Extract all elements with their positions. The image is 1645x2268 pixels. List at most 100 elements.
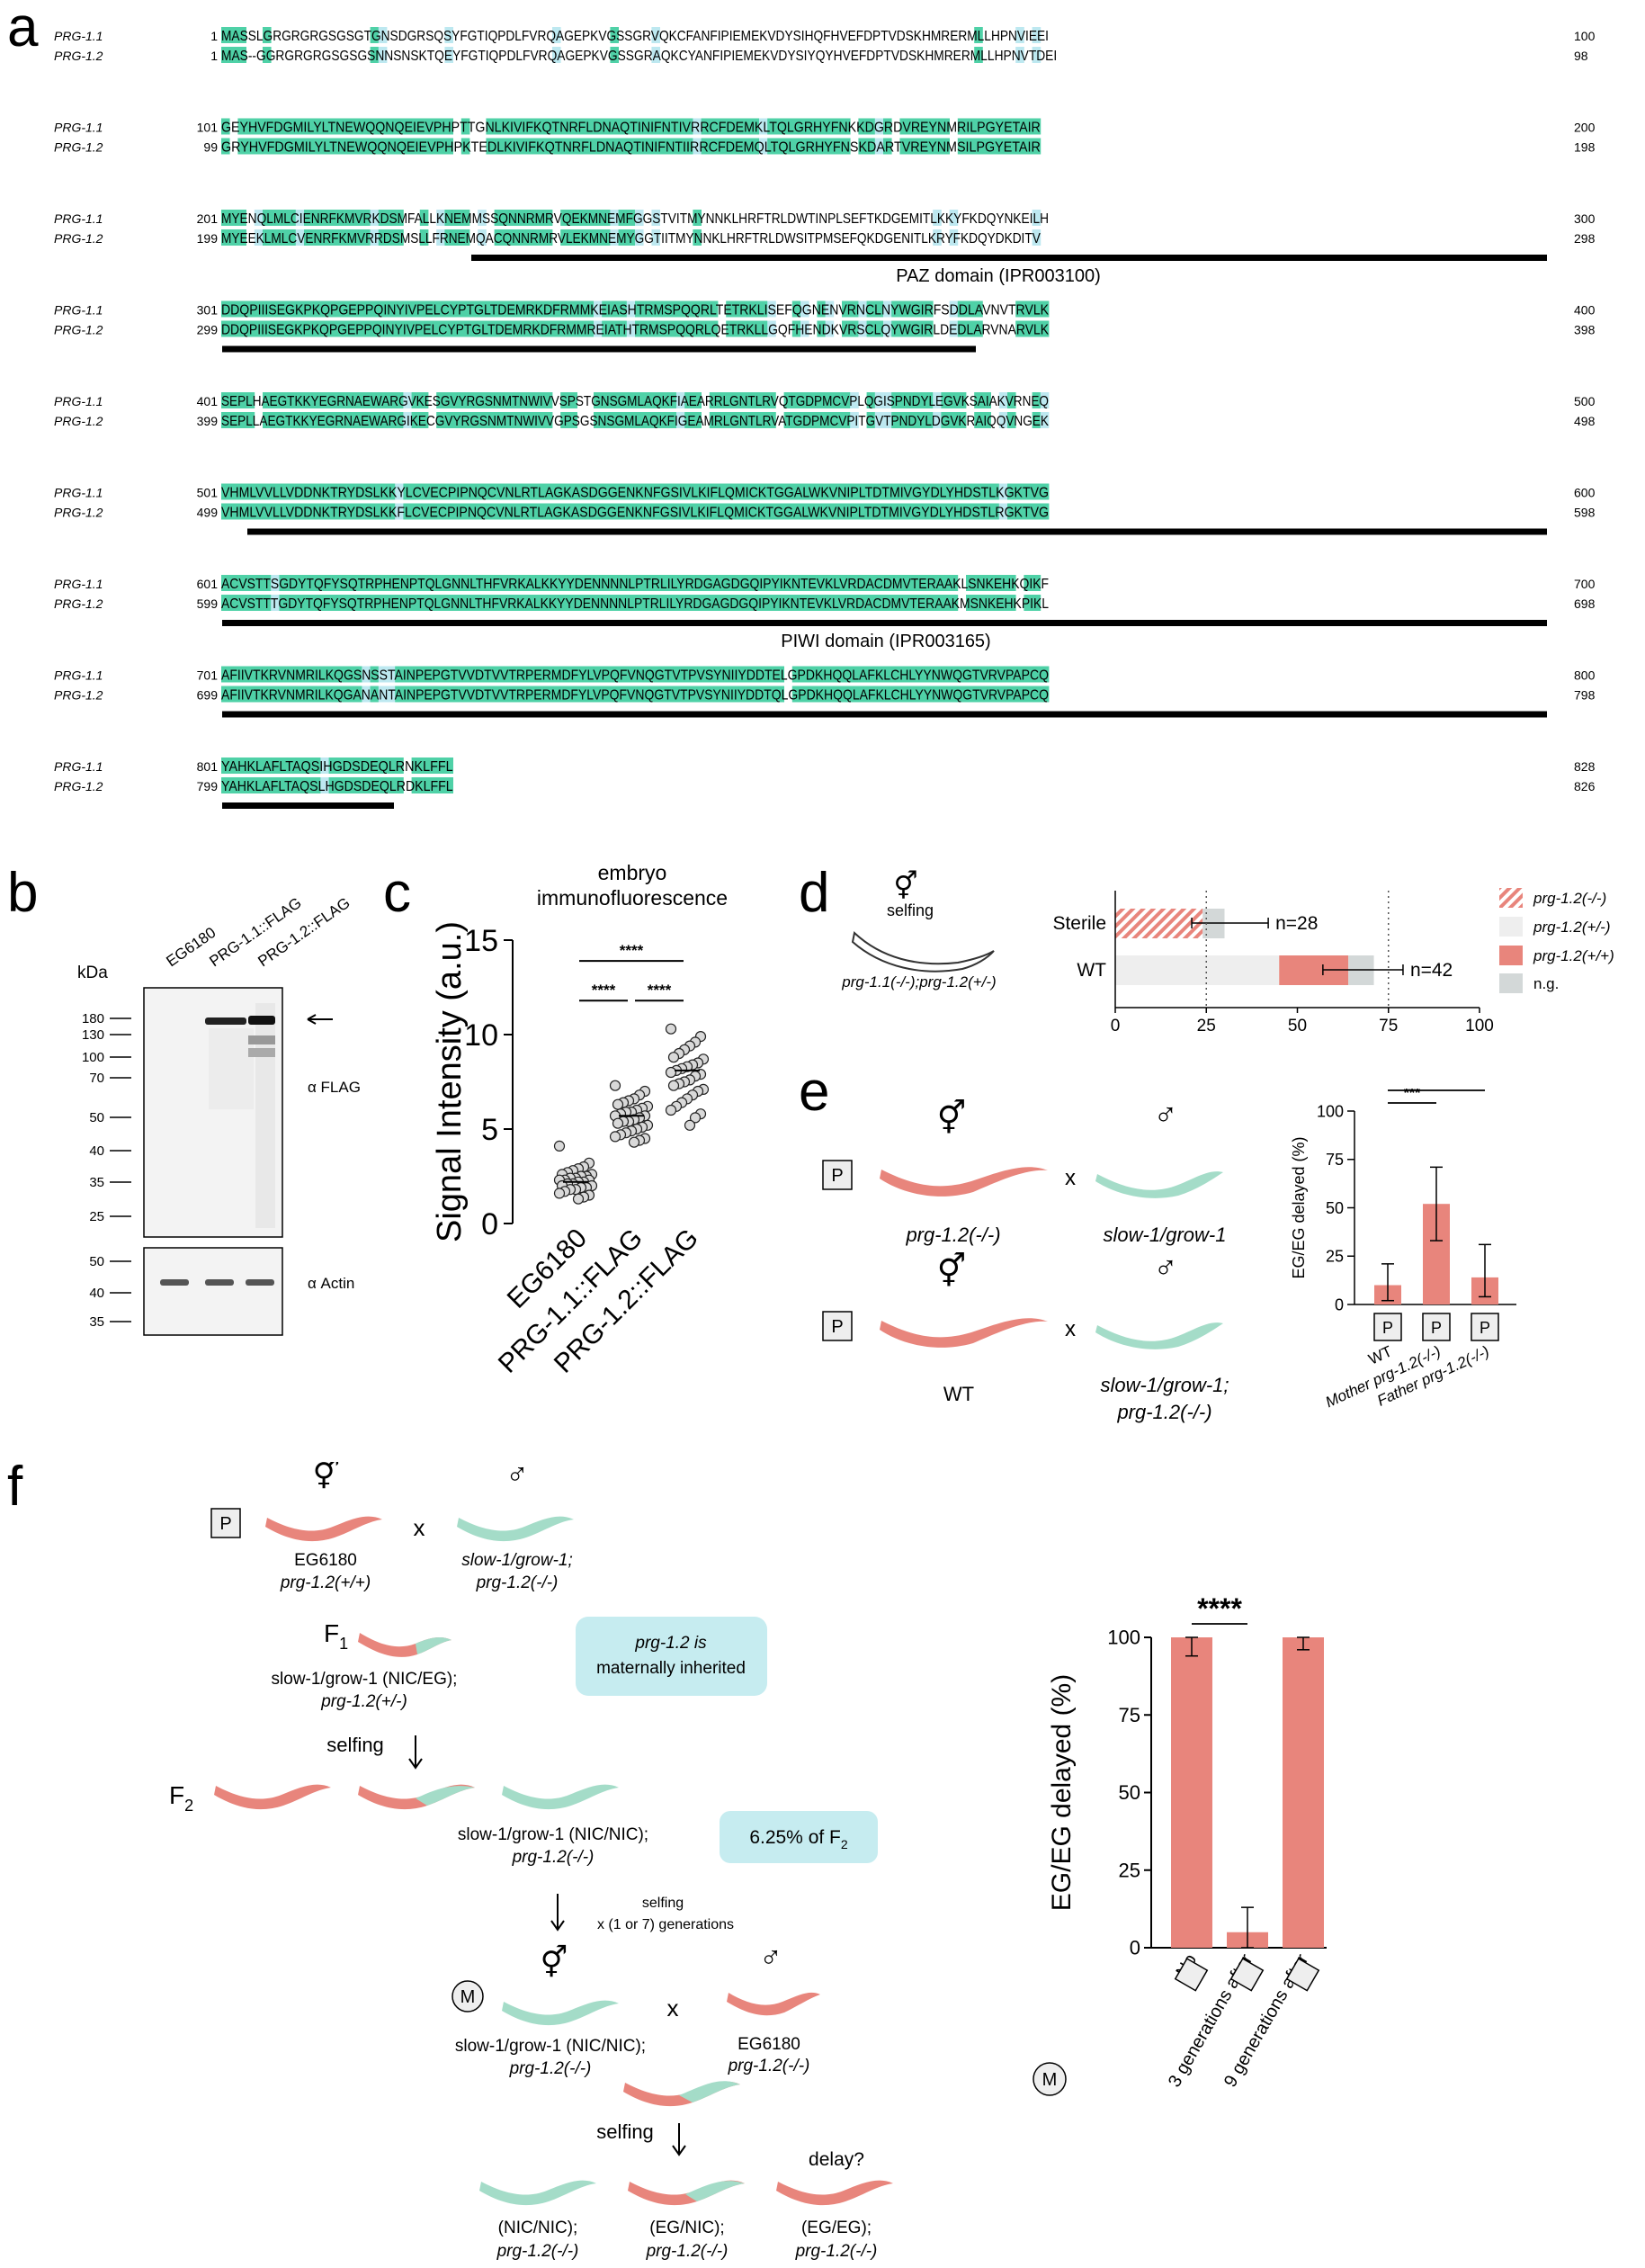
residue-highlight <box>734 666 743 683</box>
residue-highlight <box>941 483 950 500</box>
residue-highlight <box>602 595 611 611</box>
residue-highlight <box>982 392 991 408</box>
residue-highlight <box>610 666 619 683</box>
residue-highlight <box>693 595 702 611</box>
residue-highlight <box>511 138 520 155</box>
residue-highlight <box>949 412 959 428</box>
residue-highlight <box>428 138 437 155</box>
bar-segment <box>1115 909 1203 938</box>
residue-highlight <box>295 595 305 611</box>
residue-highlight <box>957 412 967 428</box>
residue-highlight <box>560 666 569 683</box>
residue-highlight <box>568 483 577 500</box>
residue-highlight <box>907 118 917 135</box>
residue-highlight <box>825 300 835 318</box>
residue-highlight <box>998 686 1008 703</box>
worm-f2-1 <box>214 1784 331 1810</box>
residue-highlight <box>370 575 380 591</box>
residue-highlight <box>336 412 346 428</box>
residue-highlight <box>899 320 908 337</box>
residue-highlight <box>527 595 536 611</box>
residue-highlight <box>709 320 719 337</box>
residue-highlight <box>460 392 470 408</box>
residue-highlight <box>237 686 246 703</box>
residue-highlight <box>817 118 826 135</box>
residue-highlight <box>833 392 843 408</box>
residue-highlight <box>883 575 892 591</box>
residue-highlight <box>519 666 528 683</box>
residue-highlight <box>304 686 313 703</box>
residue-highlight <box>444 503 453 520</box>
residue-highlight <box>842 575 851 591</box>
residue-highlight <box>626 229 636 246</box>
residue-highlight <box>916 118 925 135</box>
residue-highlight <box>436 320 445 337</box>
residue-highlight <box>560 229 569 246</box>
residue-highlight <box>1015 138 1024 155</box>
residue-highlight <box>560 595 569 611</box>
residue-highlight <box>494 138 504 155</box>
residue-highlight <box>519 210 528 226</box>
residue-highlight <box>568 503 577 520</box>
residue-highlight <box>1032 210 1042 226</box>
residue-highlight <box>502 300 512 318</box>
legend-label: prg-1.2(+/-) <box>1533 919 1611 936</box>
residue-highlight <box>974 412 983 428</box>
residue-highlight <box>800 666 809 683</box>
residue-highlight <box>610 483 619 500</box>
residue-highlight <box>618 320 628 337</box>
residue-highlight <box>809 392 818 408</box>
residue-highlight <box>460 138 470 155</box>
svg-text:prg-1.2(+/+): prg-1.2(+/+) <box>280 1573 371 1592</box>
residue-highlight <box>957 300 967 318</box>
residue-highlight <box>949 686 959 703</box>
residue-highlight <box>998 118 1008 135</box>
residue-highlight <box>378 300 388 318</box>
svg-text:M: M <box>460 1987 476 2007</box>
residue-highlight <box>750 392 760 408</box>
residue-highlight <box>659 300 669 318</box>
residue-highlight <box>974 686 983 703</box>
residue-highlight <box>304 320 313 337</box>
residue-highlight <box>370 300 380 318</box>
residue-highlight <box>254 138 264 155</box>
residue-highlight <box>304 595 313 611</box>
residue-highlight <box>221 483 230 500</box>
residue-highlight <box>891 686 900 703</box>
residue-highlight <box>378 686 388 703</box>
residue-highlight <box>237 138 246 155</box>
residue-highlight <box>362 757 371 774</box>
residue-highlight <box>858 686 867 703</box>
residue-highlight <box>709 412 719 428</box>
residue-highlight <box>452 575 462 591</box>
residue-highlight <box>312 483 321 500</box>
residue-highlight <box>941 595 950 611</box>
residue-highlight <box>436 210 445 226</box>
residue-highlight <box>577 483 586 500</box>
residue-highlight <box>527 210 536 226</box>
residue-highlight <box>718 412 727 428</box>
residue-highlight <box>254 666 264 683</box>
residue-highlight <box>552 118 561 135</box>
residue-highlight <box>684 138 693 155</box>
residue-highlight <box>527 229 536 246</box>
residue-highlight <box>742 138 752 155</box>
residue-highlight <box>626 300 636 318</box>
residue-highlight <box>800 320 809 337</box>
residue-highlight <box>982 483 991 500</box>
residue-highlight <box>907 138 917 155</box>
y-tick-label: 75 <box>1326 1151 1344 1169</box>
residue-highlight <box>419 483 429 500</box>
residue-highlight <box>353 686 362 703</box>
residue-highlight <box>874 595 884 611</box>
residue-highlight <box>246 666 255 683</box>
residue-highlight <box>949 320 959 337</box>
seq-start: 99 <box>203 140 218 155</box>
residue-highlight <box>246 392 255 408</box>
residue-highlight <box>469 503 478 520</box>
panel-e-crosses: P ⚥ x ♂ prg-1.2(-/-) slow-1/grow-1 P ⚥ x… <box>822 1096 1229 1423</box>
residue-highlight <box>949 229 959 246</box>
residue-highlight <box>684 666 693 683</box>
svg-text:delay?: delay? <box>809 2149 864 2170</box>
